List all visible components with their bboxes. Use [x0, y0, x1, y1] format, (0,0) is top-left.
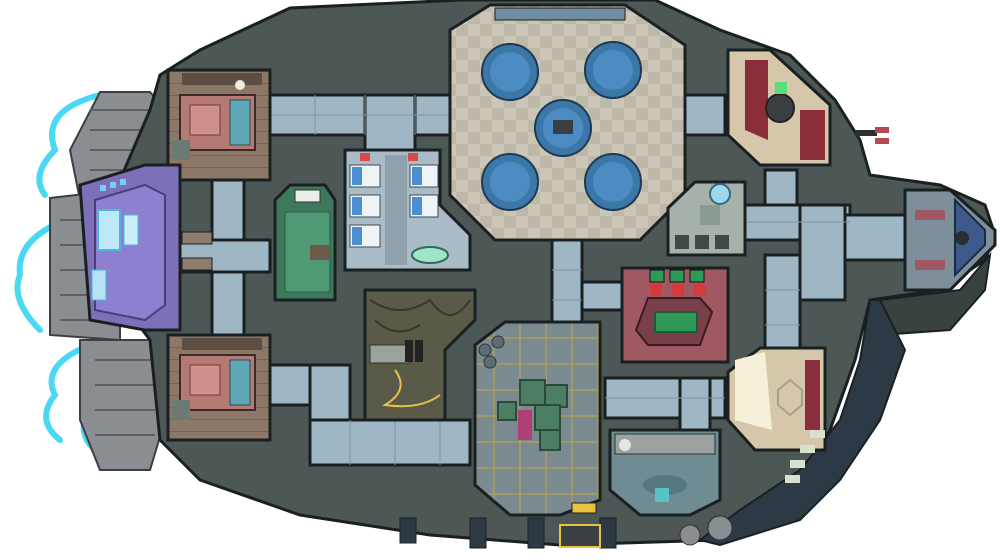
- electrical-panel-icon: [369, 344, 411, 364]
- camera-monitor-icon: [294, 189, 321, 203]
- cafeteria-tables: [481, 41, 642, 211]
- room-admin[interactable]: [620, 266, 730, 364]
- scanner-icon: [411, 246, 449, 264]
- shields-hex-icon: [777, 378, 803, 417]
- exterior-vents: [399, 430, 825, 549]
- room-shields[interactable]: [726, 346, 827, 452]
- hull-window-strip: [697, 299, 907, 547]
- admin-table-icon: [654, 311, 698, 333]
- room-lower-engine[interactable]: [166, 333, 272, 442]
- hallways: [178, 93, 907, 467]
- room-communications[interactable]: [608, 428, 722, 517]
- weapons-turret-icon: [765, 93, 795, 123]
- antenna: [855, 127, 889, 144]
- room-security[interactable]: [273, 183, 337, 302]
- crate-icon: [497, 379, 568, 451]
- room-weapons[interactable]: [726, 48, 832, 167]
- room-oxygen[interactable]: [666, 180, 747, 257]
- room-medbay[interactable]: [343, 148, 472, 272]
- emergency-button-icon: [553, 120, 573, 134]
- room-navigation[interactable]: [903, 188, 997, 292]
- reactor-core-icon: [97, 209, 121, 251]
- room-upper-engine[interactable]: [166, 68, 272, 182]
- room-storage[interactable]: [473, 320, 602, 517]
- oxygen-tank-icon: [709, 183, 731, 205]
- room-reactor[interactable]: [78, 163, 213, 332]
- room-cafeteria[interactable]: [448, 3, 687, 242]
- communications-chair-icon: [655, 488, 669, 502]
- navigation-chair-icon: [955, 231, 969, 245]
- lamp-icon: [235, 80, 245, 90]
- room-electrical[interactable]: [363, 288, 477, 422]
